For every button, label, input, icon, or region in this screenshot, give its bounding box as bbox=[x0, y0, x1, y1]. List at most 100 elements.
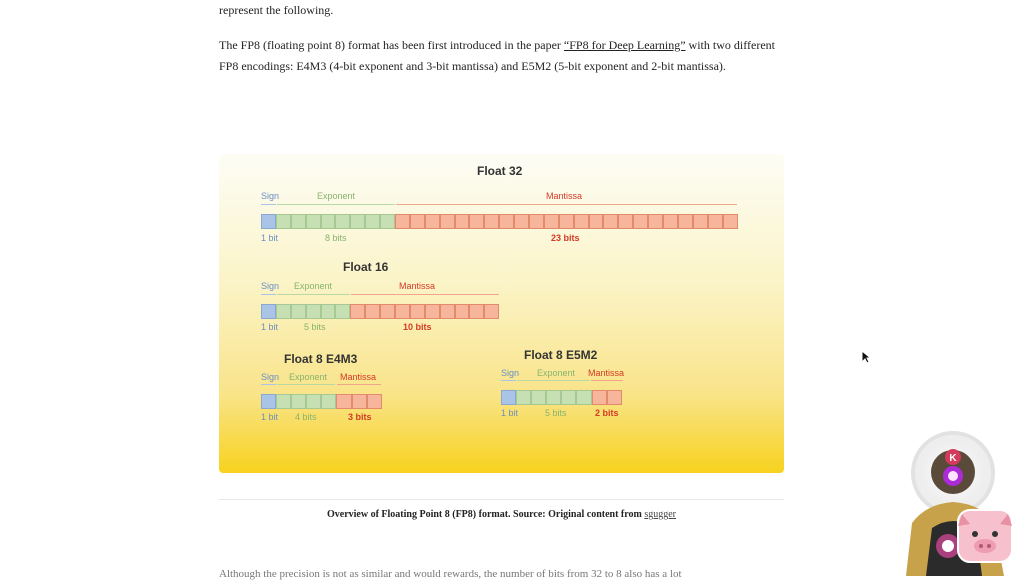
float32-mantissa-bit bbox=[543, 214, 559, 229]
e5m2-mantissa-bit bbox=[606, 390, 622, 405]
float32-mantissa-bit bbox=[484, 214, 500, 229]
e4m3-mantissa-label: Mantissa bbox=[340, 372, 377, 382]
e5m2-exponent-bit bbox=[516, 390, 532, 405]
e5m2-mantissa-label: Mantissa bbox=[588, 368, 625, 378]
float32-mantissa-bit bbox=[529, 214, 544, 229]
float32-mantissa-label: Mantissa bbox=[546, 191, 583, 201]
e5m2-bit-bar bbox=[501, 390, 622, 405]
float16-mantissa-bit bbox=[365, 304, 381, 319]
float16-exponent-label: Exponent bbox=[294, 281, 333, 291]
e4m3-mantissa-bit bbox=[351, 394, 367, 409]
float32-exponent-bit bbox=[365, 214, 381, 229]
float32-mantissa-bit bbox=[439, 214, 455, 229]
fp8-paragraph: The FP8 (floating point 8) format has be… bbox=[219, 38, 775, 73]
float32-mantissa-bit bbox=[499, 214, 515, 229]
float32-exponent-bit bbox=[350, 214, 366, 229]
float32-mantissa-bit bbox=[722, 214, 738, 229]
float32-mantissa-bit bbox=[558, 214, 574, 229]
e4m3-sign-bits: 1 bit bbox=[261, 412, 279, 422]
e4m3-exponent-bit bbox=[306, 394, 322, 409]
badge-icon bbox=[945, 449, 961, 465]
float16-mantissa-bit bbox=[439, 304, 455, 319]
float32-exponent-label: Exponent bbox=[317, 191, 356, 201]
float32-mantissa-bit bbox=[692, 214, 708, 229]
float16-mantissa-bit bbox=[409, 304, 425, 319]
e4m3-bit-bar bbox=[261, 394, 382, 409]
float16-mantissa-bit bbox=[469, 304, 485, 319]
fp-formats-figure: Float 32 Sign Exponent Mantissa 1 bit 8 … bbox=[219, 154, 784, 473]
e4m3-mantissa-bit bbox=[336, 394, 352, 409]
float32-mantissa-bit bbox=[514, 214, 530, 229]
e5m2-exponent-bit bbox=[561, 390, 577, 405]
cursor-arrow-icon bbox=[861, 350, 871, 364]
float16-exponent-bit bbox=[335, 304, 351, 319]
e4m3-exp-bits: 4 bits bbox=[295, 412, 317, 422]
e5m2-man-bits: 2 bits bbox=[595, 408, 619, 418]
float32-exponent-bit bbox=[305, 214, 321, 229]
float32-mantissa-bit bbox=[395, 214, 410, 229]
caption-divider bbox=[219, 499, 784, 500]
float32-mantissa-bit bbox=[603, 214, 619, 229]
float16-mantissa-bit bbox=[350, 304, 366, 319]
sgugger-link[interactable]: sgugger bbox=[644, 509, 676, 520]
float32-mantissa-bit bbox=[663, 214, 678, 229]
float32-mantissa-bit bbox=[707, 214, 723, 229]
float32-mantissa-bit bbox=[588, 214, 604, 229]
e5m2-title: Float 8 E5M2 bbox=[524, 348, 598, 362]
e4m3-exponent-bit bbox=[291, 394, 307, 409]
float32-sign-bits: 1 bit bbox=[261, 233, 279, 243]
float32-mantissa-bit bbox=[573, 214, 589, 229]
e5m2-exponent-bit bbox=[531, 390, 547, 405]
float16-mantissa-bit bbox=[380, 304, 396, 319]
float32-mantissa-bit bbox=[454, 214, 470, 229]
figure-caption: Overview of Floating Point 8 (FP8) forma… bbox=[326, 509, 676, 520]
float32-exponent-bit bbox=[335, 214, 351, 229]
float32-exponent-bit bbox=[275, 214, 291, 229]
e4m3-exponent-bit bbox=[276, 394, 292, 409]
float32-mantissa-bit bbox=[648, 214, 664, 229]
float32-man-bits: 23 bits bbox=[551, 233, 580, 243]
float16-mantissa-bit bbox=[424, 304, 440, 319]
float32-mantissa-bit bbox=[633, 214, 649, 229]
float32-mantissa-bit bbox=[469, 214, 485, 229]
float32-mantissa-bit bbox=[424, 214, 440, 229]
e5m2-exp-bits: 5 bits bbox=[545, 408, 567, 418]
float16-sign-bit bbox=[261, 304, 276, 319]
e5m2-mantissa-bit bbox=[591, 390, 607, 405]
e4m3-sign-label: Sign bbox=[261, 372, 280, 382]
e4m3-mantissa-bit bbox=[366, 394, 382, 409]
e4m3-man-bits: 3 bits bbox=[348, 412, 372, 422]
float16-man-bits: 10 bits bbox=[403, 322, 432, 332]
next-paragraph-cut: Although the precision is not as similar… bbox=[219, 568, 682, 580]
float16-bit-bar bbox=[261, 304, 500, 319]
float16-exp-bits: 5 bits bbox=[304, 322, 326, 332]
avatar-badge-letter: K bbox=[949, 453, 957, 464]
float32-exp-bits: 8 bits bbox=[325, 233, 347, 243]
e4m3-exponent-label: Exponent bbox=[289, 372, 328, 382]
e4m3-sign-bit bbox=[261, 394, 277, 409]
float16-mantissa-bit bbox=[454, 304, 470, 319]
avatar-overlay: K bbox=[896, 428, 1024, 576]
float16-exponent-bit bbox=[320, 304, 336, 319]
e5m2-exponent-bit bbox=[546, 390, 562, 405]
e4m3-title: Float 8 E4M3 bbox=[284, 352, 358, 366]
float32-exponent-bit bbox=[380, 214, 396, 229]
float16-exponent-bit bbox=[305, 304, 321, 319]
float16-mantissa-bit bbox=[395, 304, 410, 319]
float32-sign-label: Sign bbox=[261, 191, 280, 201]
float16-exponent-bit bbox=[290, 304, 306, 319]
float16-title: Float 16 bbox=[343, 260, 389, 274]
float32-exponent-bit bbox=[290, 214, 306, 229]
e4m3-exponent-bit bbox=[321, 394, 337, 409]
e5m2-sign-bits: 1 bit bbox=[501, 408, 519, 418]
float16-exponent-bit bbox=[275, 304, 291, 319]
float16-mantissa-label: Mantissa bbox=[399, 281, 436, 291]
intro-tail-text: represent the following. bbox=[219, 3, 334, 17]
float32-mantissa-bit bbox=[677, 214, 693, 229]
float32-mantissa-bit bbox=[409, 214, 425, 229]
float32-mantissa-bit bbox=[618, 214, 634, 229]
fp8-paper-link[interactable]: “FP8 for Deep Learning” bbox=[563, 38, 686, 52]
float32-bit-bar bbox=[261, 214, 738, 229]
float16-mantissa-bit bbox=[484, 304, 500, 319]
float32-title: Float 32 bbox=[477, 164, 523, 178]
